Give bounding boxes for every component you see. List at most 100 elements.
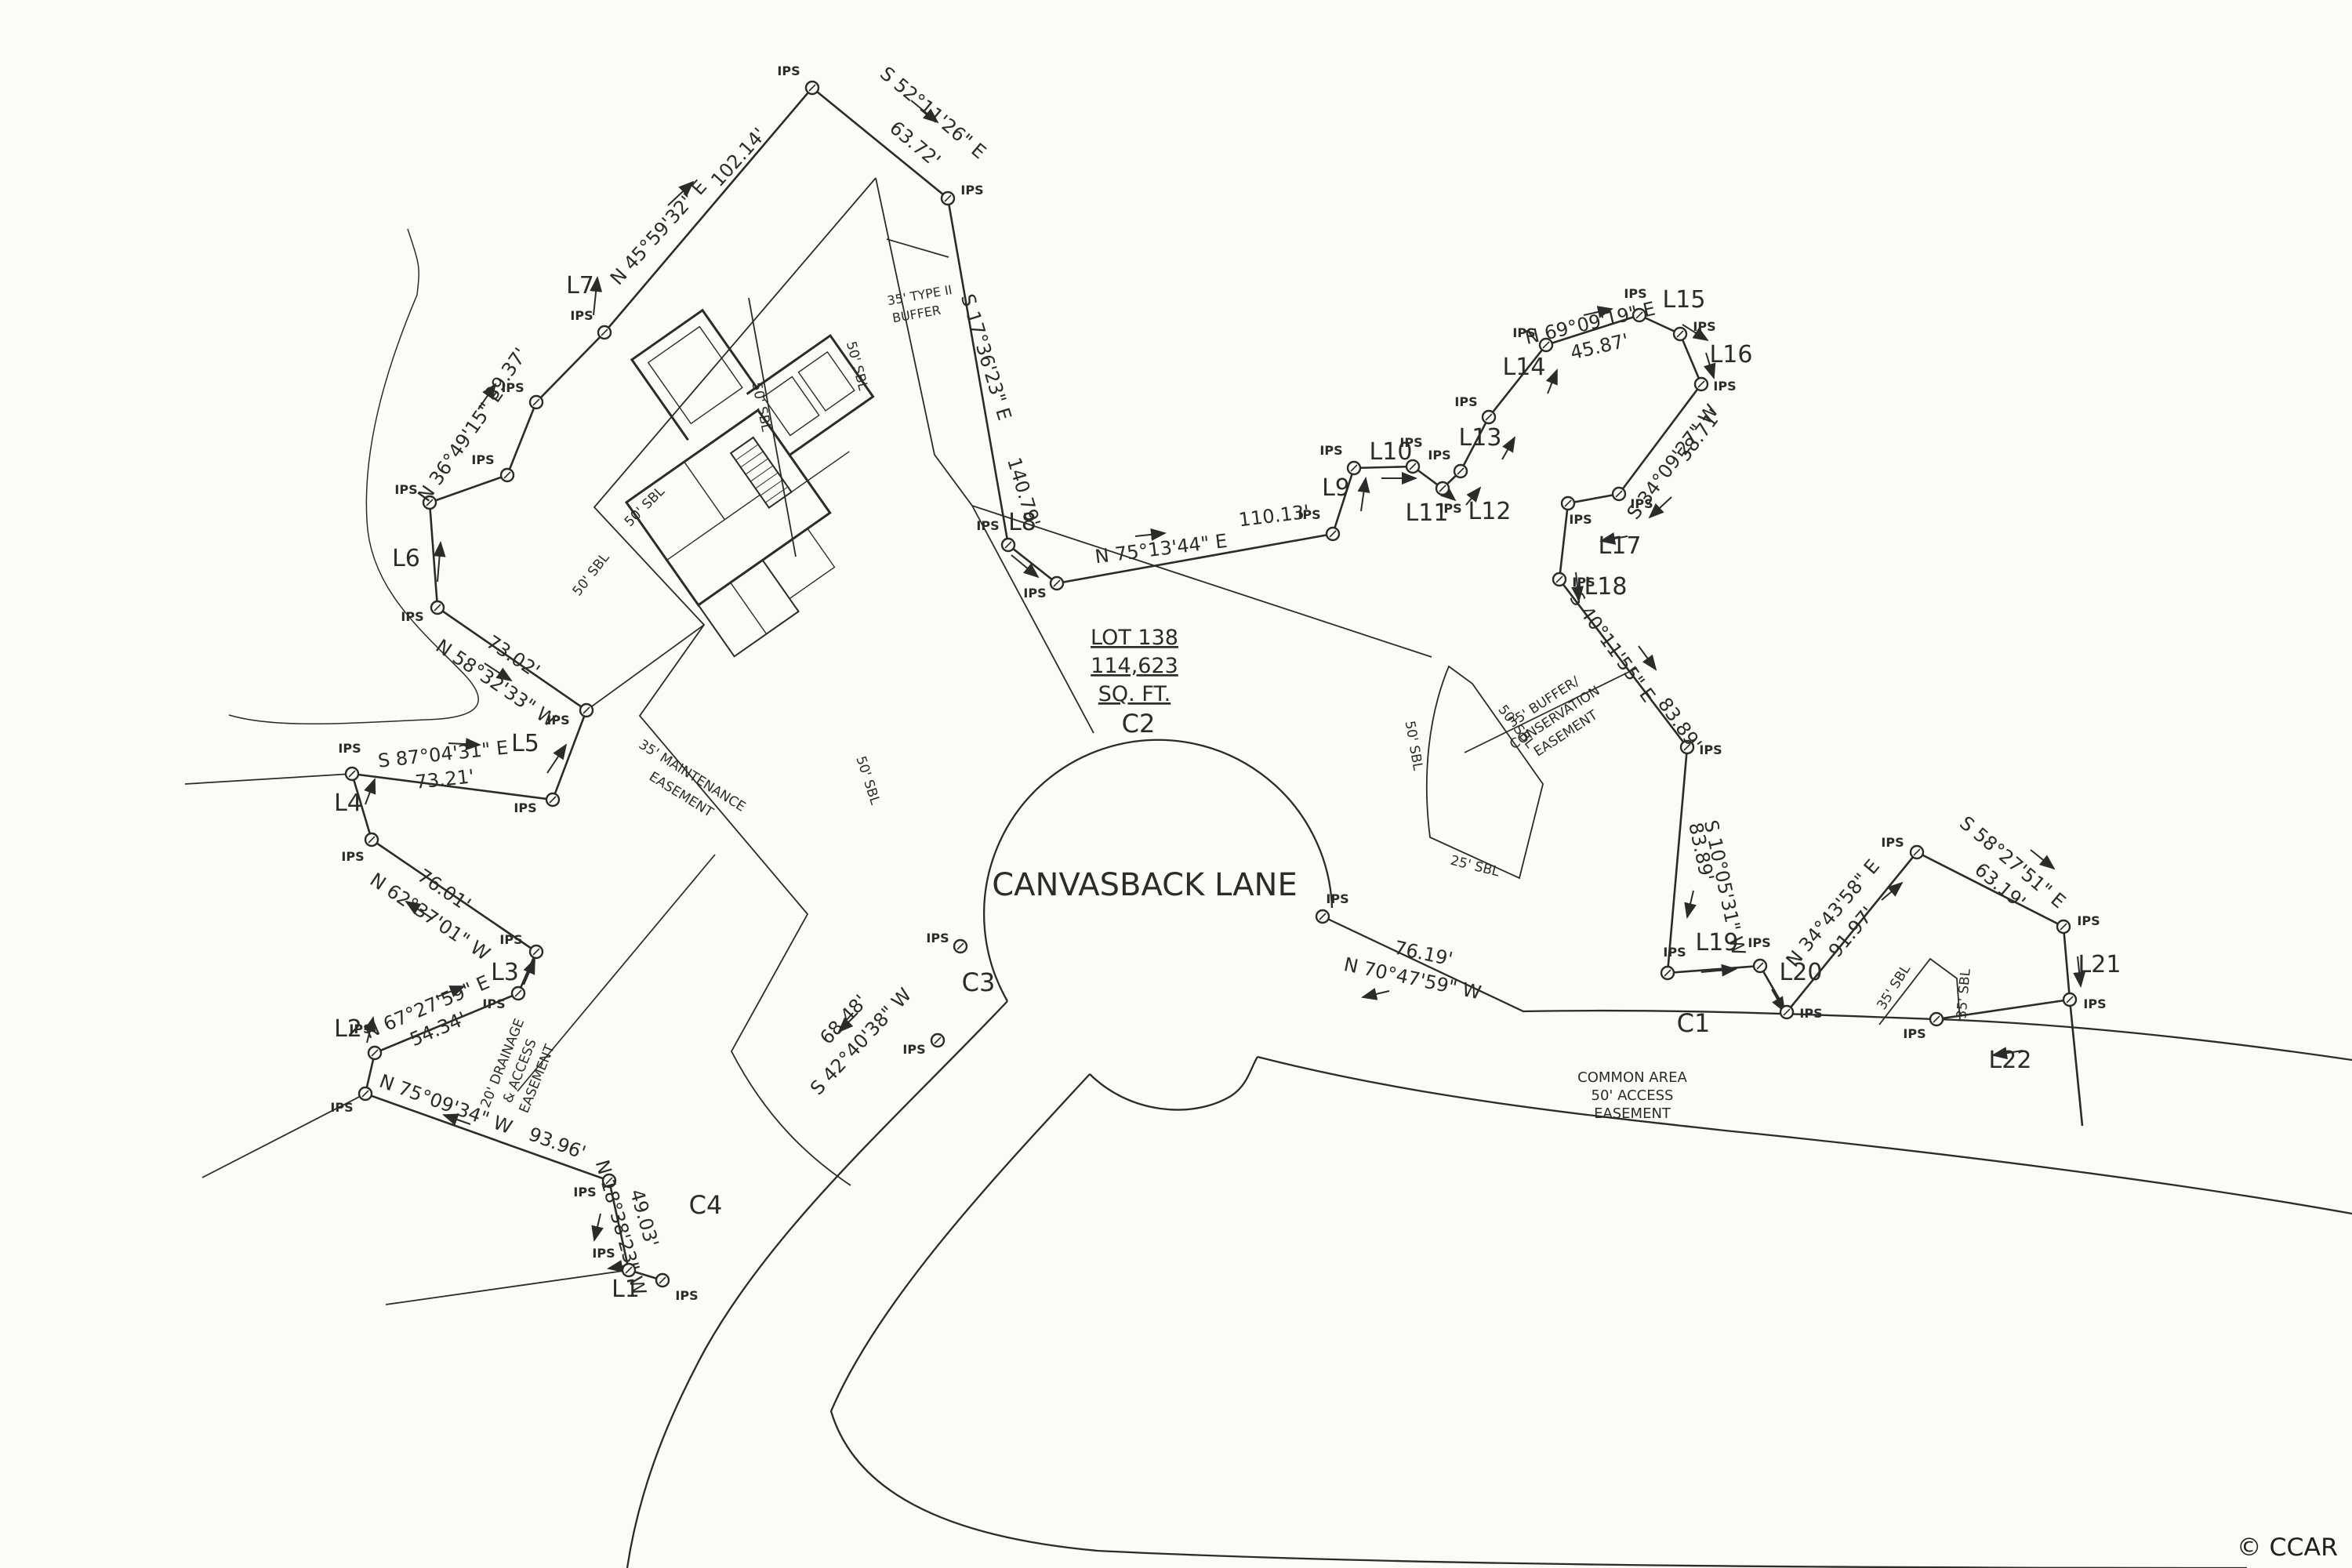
lot-boundary-east — [811, 86, 2084, 1127]
plat-labels: S 52°11'26" E63.72'N 45°59'32" E102.14'L… — [334, 62, 2121, 1303]
setback-line-east — [875, 177, 1432, 658]
buffer-label: 35' TYPE II — [886, 282, 953, 308]
line-label: L7 — [566, 272, 594, 299]
direction-arrow — [1361, 988, 1390, 1000]
line-label: L15 — [1663, 286, 1706, 314]
ips-marker: IPS — [2062, 992, 2107, 1011]
ips-marker: IPS — [592, 1246, 637, 1278]
credit-text: © CCAR — [2237, 1534, 2338, 1562]
line-label: L8 — [1008, 509, 1036, 536]
ips-label: IPS — [514, 800, 536, 815]
ips-label: IPS — [1569, 512, 1592, 527]
line-label: L17 — [1599, 532, 1642, 560]
curve-label: C1 — [1677, 1008, 1711, 1038]
line-l22 — [1936, 998, 2071, 1021]
ips-label: IPS — [1713, 379, 1736, 394]
easement-label: EASEMENT — [1594, 1105, 1671, 1122]
ips-marker: IPS — [655, 1272, 699, 1303]
direction-arrow — [546, 743, 568, 774]
line-label: L13 — [1459, 424, 1502, 452]
curve-label: C4 — [689, 1190, 723, 1220]
plat-linework — [184, 86, 2352, 1568]
line-label: L11 — [1406, 499, 1449, 527]
ips-marker: IPS — [394, 482, 437, 510]
buffer-connector-line — [886, 238, 949, 258]
ips-marker: IPS — [471, 452, 515, 483]
direction-arrow — [364, 778, 376, 805]
ips-marker: IPS — [2056, 913, 2100, 935]
direction-arrow — [1599, 532, 1628, 545]
line-label: L16 — [1710, 341, 1753, 368]
ips-label: IPS — [2083, 996, 2106, 1011]
ips-marker: IPS — [1315, 891, 1349, 924]
road-c4-east-edge — [829, 1073, 2248, 1568]
line-label: L19 — [1696, 929, 1739, 956]
ips-label: IPS — [1699, 742, 1722, 757]
ips-label: IPS — [1319, 443, 1342, 458]
direction-arrow — [523, 958, 535, 985]
ips-label: IPS — [1624, 286, 1646, 301]
ips-label: IPS — [1663, 945, 1686, 960]
direction-arrow — [1583, 306, 1613, 318]
ips-label: IPS — [902, 1042, 925, 1057]
line-label: L20 — [1780, 959, 1823, 986]
direction-arrow — [837, 1012, 858, 1033]
ips-label: IPS — [546, 713, 569, 728]
direction-arrow — [1545, 368, 1558, 394]
direction-arrow — [1881, 881, 1904, 901]
conservation-easement-line — [1464, 667, 1638, 753]
direction-arrow — [1465, 486, 1482, 506]
stream-line — [228, 228, 479, 724]
direction-arrow — [667, 180, 695, 206]
ips-marker: IPS — [1748, 935, 1771, 974]
setback-label: 50' SBL — [570, 550, 613, 599]
line-label: L22 — [1989, 1047, 2032, 1074]
ips-label: IPS — [1428, 448, 1450, 463]
ips-label: IPS — [1693, 319, 1715, 334]
ips-label: IPS — [1572, 575, 1595, 590]
ips-marker: IPS — [1399, 435, 1423, 474]
ips-marker: IPS — [501, 380, 544, 410]
curve-label: C3 — [962, 967, 996, 997]
setback-label: 50' SBL — [852, 754, 883, 807]
ips-marker: IPS — [1679, 739, 1722, 757]
maintenance-easement-line — [586, 624, 705, 711]
ips-label: IPS — [330, 1100, 353, 1115]
ips-marker: IPS — [1903, 1011, 1944, 1041]
ips-label: IPS — [1903, 1026, 1926, 1041]
setback-notch — [1878, 957, 1961, 1025]
direction-arrow — [405, 900, 434, 920]
ips-label: IPS — [675, 1288, 698, 1303]
ips-marker: IPS — [1435, 481, 1462, 516]
ips-marker: IPS — [1319, 443, 1362, 476]
lot-number: LOT 138 — [1091, 626, 1178, 650]
ips-marker: IPS — [1881, 835, 1925, 860]
ips-label: IPS — [1630, 496, 1653, 511]
lot-area-units: SQ. FT. — [1098, 682, 1171, 706]
ips-label: IPS — [1799, 1006, 1822, 1021]
setback-island — [1425, 665, 1544, 880]
ips-marker: IPS — [349, 1022, 383, 1061]
setback-line-to-circle — [971, 505, 1094, 734]
culdesac-bulb — [983, 739, 1334, 1002]
ips-marker: IPS — [482, 985, 526, 1011]
ips-label: IPS — [1881, 835, 1904, 850]
ips-marker: IPS — [499, 932, 544, 960]
line-label: L3 — [491, 959, 519, 986]
ips-label: IPS — [1298, 507, 1320, 522]
ips-label: IPS — [573, 1185, 596, 1200]
ips-marker: IPS — [1454, 394, 1497, 425]
ips-marker: IPS — [1298, 507, 1341, 542]
setback-label: 50' SBL — [1402, 720, 1426, 772]
ips-marker: IPS — [573, 1173, 617, 1200]
setback-line-west — [593, 177, 877, 1186]
ips-marker: IPS — [1693, 376, 1737, 394]
setback-label: 35' SBL — [1954, 967, 1974, 1019]
ips-label: IPS — [338, 741, 361, 756]
ips-marker: IPS — [1023, 575, 1065, 601]
bearing-label: S 87°04'31" E — [377, 736, 510, 771]
ips-markers: IPS IPS IPS IPS IPS IPS IPS IPS IPS IPS IPS IPS IPS I… — [330, 64, 2106, 1303]
direction-arrow — [448, 738, 481, 751]
